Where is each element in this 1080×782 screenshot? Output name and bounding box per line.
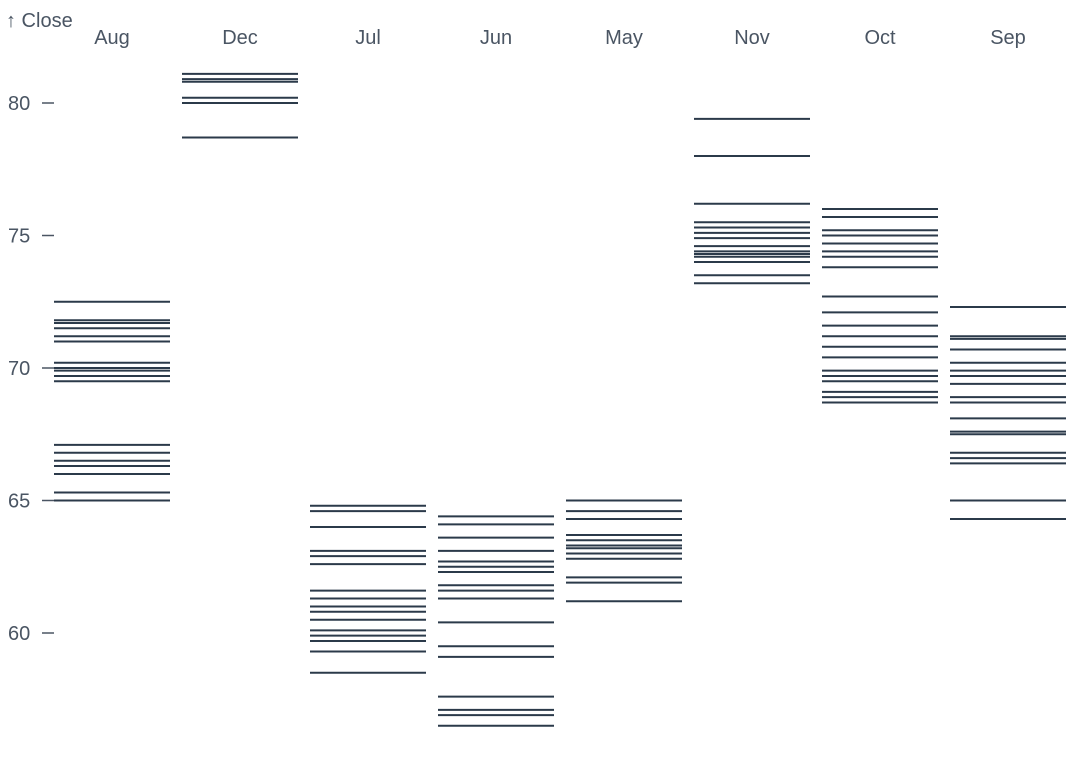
series-oct	[822, 208, 938, 404]
x-tick-label: Dec	[222, 27, 258, 49]
x-tick-label: Jul	[355, 27, 381, 49]
series-nov	[694, 117, 810, 285]
y-tick-label: 80	[8, 93, 30, 115]
tick-marks	[54, 72, 1066, 727]
y-tick-label: 65	[8, 491, 30, 513]
y-tick-label: 60	[8, 623, 30, 645]
x-axis: Aug Dec Jul Jun May Nov Oct Sep	[94, 27, 1026, 49]
x-tick-label: Nov	[734, 27, 770, 49]
series-may	[566, 499, 682, 603]
y-tick-label: 75	[8, 226, 30, 248]
y-tick-label: 70	[8, 358, 30, 380]
y-axis-label: ↑ Close	[6, 10, 73, 32]
series-dec	[182, 72, 298, 139]
x-tick-label: Aug	[94, 27, 130, 49]
x-tick-label: Sep	[990, 27, 1026, 49]
x-tick-label: Jun	[480, 27, 512, 49]
series-jul	[310, 504, 426, 674]
series-aug	[54, 300, 170, 502]
x-tick-label: Oct	[864, 27, 896, 49]
series-sep	[950, 306, 1066, 521]
x-tick-label: May	[605, 27, 643, 49]
series-jun	[438, 515, 554, 727]
y-axis: 60 65 70 75 80	[8, 93, 54, 645]
